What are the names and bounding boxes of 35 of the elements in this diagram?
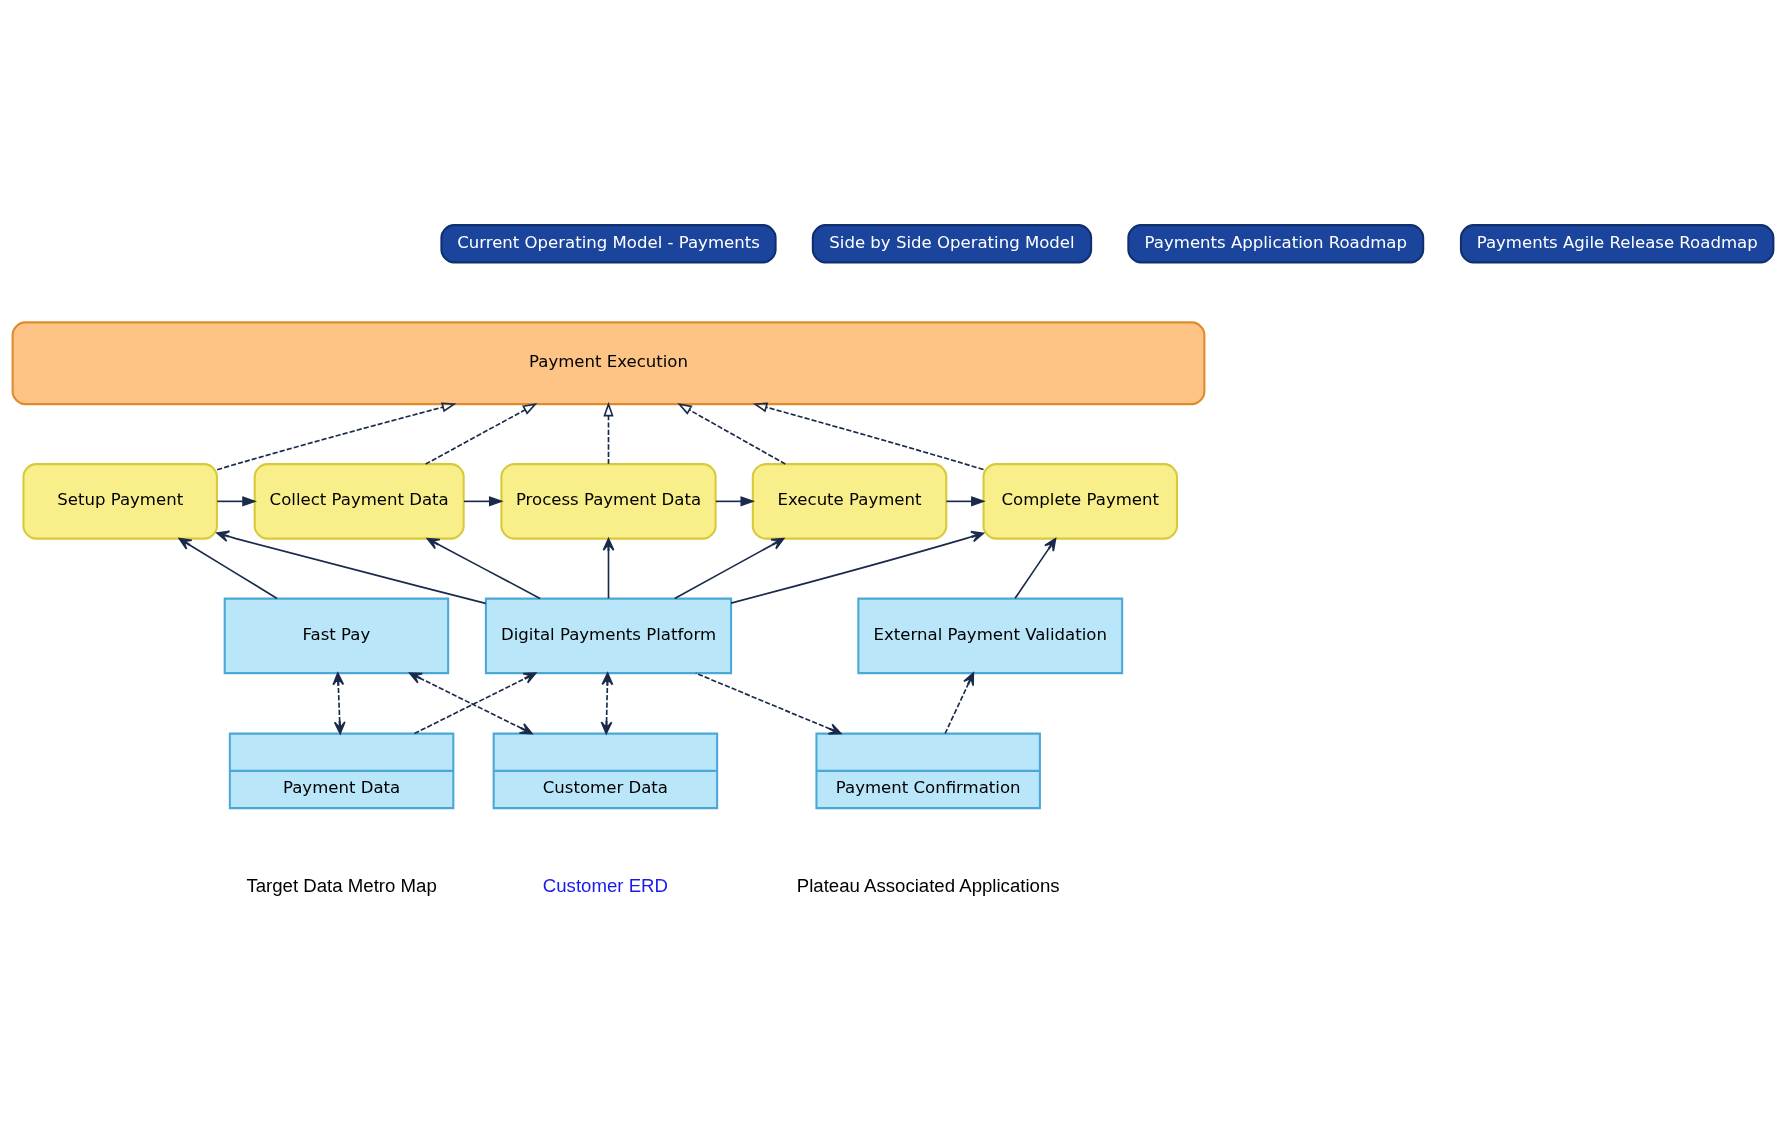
arrow xyxy=(677,403,787,465)
arrow xyxy=(424,403,538,465)
arrow xyxy=(463,496,504,507)
node-box: Payments Application Roadmap xyxy=(1127,224,1425,264)
arrow xyxy=(752,402,985,471)
node-box: Collect Payment Data xyxy=(253,463,465,540)
arrow xyxy=(1014,537,1057,600)
arrow xyxy=(332,672,346,735)
arrow xyxy=(178,537,278,600)
label: Target Data Metro Map xyxy=(246,874,437,896)
node-box: Execute Payment xyxy=(751,463,948,540)
node-box: Digital Payments Platform xyxy=(484,597,733,675)
node-box: Fast Pay xyxy=(223,597,450,675)
node-box: Setup Payment xyxy=(22,463,218,540)
node-box: Complete Payment xyxy=(982,463,1178,540)
arrow xyxy=(602,537,615,600)
arrow xyxy=(945,496,986,507)
label: Customer ERD xyxy=(542,874,668,896)
arrow xyxy=(216,530,487,605)
node-box: Side by Side Operating Model xyxy=(811,224,1093,264)
arrow xyxy=(603,401,614,465)
node-box: Current Operating Model - Payments xyxy=(440,224,777,264)
node-box: Payments Agile Release Roadmap xyxy=(1459,224,1775,264)
arrow xyxy=(426,537,541,600)
node-box: External Payment Validation xyxy=(857,597,1124,675)
arrow xyxy=(715,496,756,507)
arrow xyxy=(216,402,457,471)
arrow xyxy=(944,672,975,735)
node-box: Payment Execution xyxy=(11,321,1206,406)
arrow xyxy=(673,537,785,600)
arrow xyxy=(730,530,985,604)
arrow xyxy=(600,672,614,735)
label: Plateau Associated Applications xyxy=(796,874,1060,896)
arrow xyxy=(216,496,257,507)
node-box: Process Payment Data xyxy=(500,463,717,540)
